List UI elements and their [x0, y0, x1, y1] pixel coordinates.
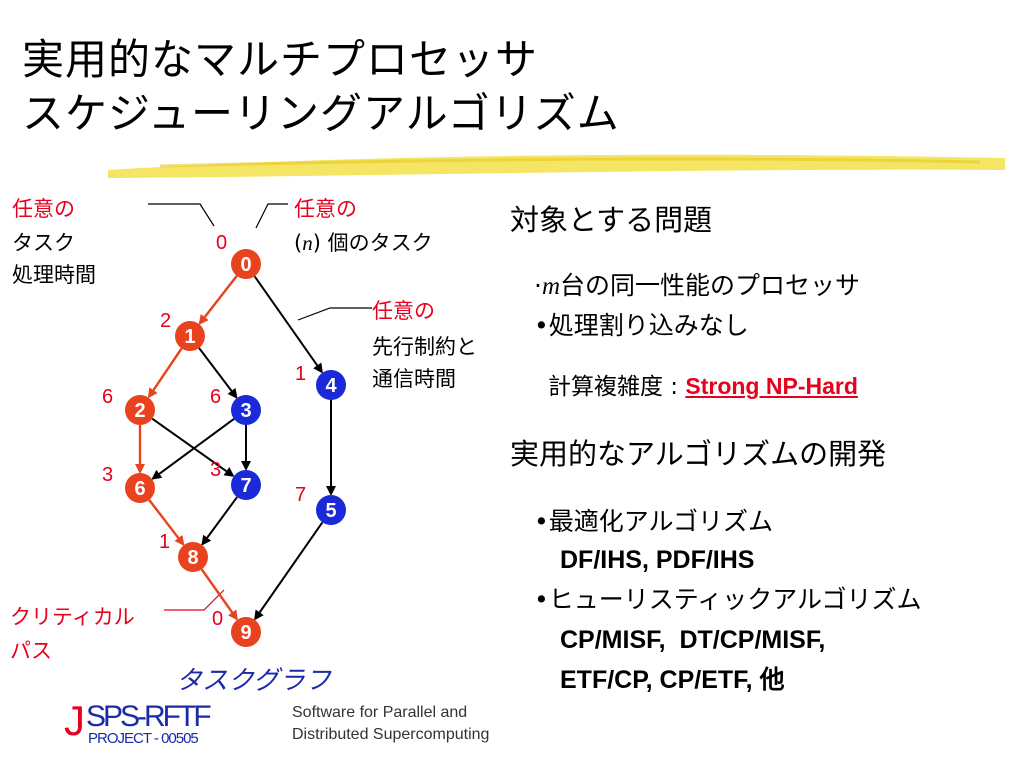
task-node-5: 5: [316, 495, 346, 525]
annotation-n-tasks-2: (n) 個のタスク: [294, 231, 433, 255]
task-node-circle-8: [178, 542, 208, 572]
annotation-critical-path-1: クリティカル: [10, 605, 135, 629]
task-weight-9: 0: [212, 608, 224, 630]
task-weight-7: 3: [210, 459, 222, 481]
development-item-2-detail-2: ETF/CP, CP/ETF, 他: [560, 666, 785, 694]
task-node-circle-3: [231, 395, 261, 425]
problem-item-2: •処理割り込みなし: [534, 311, 749, 340]
annotation-precedence-1: 任意の: [372, 299, 435, 323]
task-weight-2: 6: [102, 386, 114, 408]
development-item-1: •最適化アルゴリズム: [534, 507, 773, 536]
task-node-circle-5: [316, 495, 346, 525]
complexity-label: 計算複雑度 :: [548, 374, 686, 400]
title-line-2: スケジューリングアルゴリズム: [22, 89, 620, 138]
task-node-8: 8: [178, 542, 208, 572]
development-item-2-detail-1: CP/MISF, DT/CP/MISF,: [560, 626, 826, 654]
task-node-label-0: 0: [240, 254, 251, 276]
task-node-label-4: 4: [325, 375, 337, 397]
task-weight-6: 3: [102, 464, 114, 486]
annotation-precedence-3: 通信時間: [372, 367, 456, 391]
annotation-n-tasks-1: 任意の: [294, 197, 357, 221]
task-weight-0: 0: [216, 232, 228, 254]
task-weight-8: 1: [159, 531, 171, 553]
task-node-circle-1: [175, 321, 205, 351]
edge-1-2: [147, 347, 183, 399]
annotation-critical-path-2: パス: [10, 639, 52, 663]
task-weight-5: 7: [295, 484, 307, 506]
title-line-1: 実用的なマルチプロセッサ: [22, 35, 539, 84]
logo-subtext: PROJECT - 00505: [88, 730, 199, 747]
task-node-label-3: 3: [240, 400, 251, 422]
leader-precedence: [297, 307, 372, 321]
logo-text: SPS-RFTF: [86, 700, 212, 733]
edge-5-9: [254, 521, 324, 621]
edge-8-9: [200, 568, 238, 621]
complexity-line: 計算複雑度 : Strong NP-Hard: [548, 370, 858, 403]
task-node-circle-4: [316, 370, 346, 400]
task-node-4: 4: [316, 370, 346, 400]
edge-3-6: [151, 418, 235, 480]
edge-6-8: [148, 499, 185, 546]
task-node-circle-6: [125, 473, 155, 503]
task-node-6: 6: [125, 473, 155, 503]
n-variable: n: [302, 231, 313, 255]
task-node-label-8: 8: [187, 547, 198, 569]
annotation-task-time-2: タスク: [12, 231, 75, 255]
footer-line-1: Software for Parallel and: [292, 704, 468, 721]
annotation-task-time-1: 任意の: [12, 197, 75, 221]
task-node-label-6: 6: [134, 478, 145, 500]
task-node-circle-2: [125, 395, 155, 425]
task-node-2: 2: [125, 395, 155, 425]
task-weight-4: 1: [295, 363, 307, 385]
edge-0-1: [198, 275, 238, 325]
complexity-value: Strong NP-Hard: [685, 373, 858, 399]
logo-j: J: [64, 697, 85, 744]
edge-7-8: [201, 496, 238, 546]
edge-2-7: [151, 417, 235, 477]
graph-caption: タスクグラフ: [176, 666, 331, 696]
footer-line-2: Distributed Supercomputing: [292, 726, 490, 743]
title-underline: [108, 154, 1005, 178]
task-node-circle-9: [231, 617, 261, 647]
task-node-circle-0: [231, 249, 261, 279]
development-item-2: •ヒューリスティックアルゴリズム: [534, 585, 922, 614]
annotation-precedence-2: 先行制約と: [372, 335, 477, 359]
task-node-label-5: 5: [325, 500, 336, 522]
leader-n-tasks: [255, 203, 288, 229]
problem-heading: 対象とする問題: [510, 203, 713, 237]
edge-0-4: [253, 275, 323, 374]
task-node-9: 9: [231, 617, 261, 647]
task-node-label-9: 9: [240, 622, 251, 644]
development-heading: 実用的なアルゴリズムの開発: [510, 437, 887, 471]
task-node-circle-7: [231, 470, 261, 500]
problem-item-1-prefix: ·: [534, 271, 542, 300]
task-weight-1: 2: [160, 310, 172, 332]
task-node-3: 3: [231, 395, 261, 425]
task-node-label-7: 7: [240, 475, 251, 497]
leader-critical-path: [164, 589, 225, 611]
task-node-0: 0: [231, 249, 261, 279]
m-variable: m: [541, 273, 561, 300]
problem-item-1-text: 台の同一性能のプロセッサ: [560, 271, 861, 300]
problem-item-1: ·m台の同一性能のプロセッサ: [534, 270, 860, 303]
development-item-1-detail: DF/IHS, PDF/IHS: [560, 546, 755, 574]
annotation-leader-lines: [148, 203, 372, 611]
task-node-label-1: 1: [184, 326, 195, 348]
leader-task-time: [148, 203, 215, 227]
task-weight-3: 6: [210, 386, 222, 408]
task-node-7: 7: [231, 470, 261, 500]
task-node-label-2: 2: [134, 400, 145, 422]
edge-1-3: [198, 347, 238, 399]
n-tasks-rest: 個のタスク: [327, 231, 433, 255]
task-node-1: 1: [175, 321, 205, 351]
annotation-task-time-3: 処理時間: [12, 263, 96, 287]
